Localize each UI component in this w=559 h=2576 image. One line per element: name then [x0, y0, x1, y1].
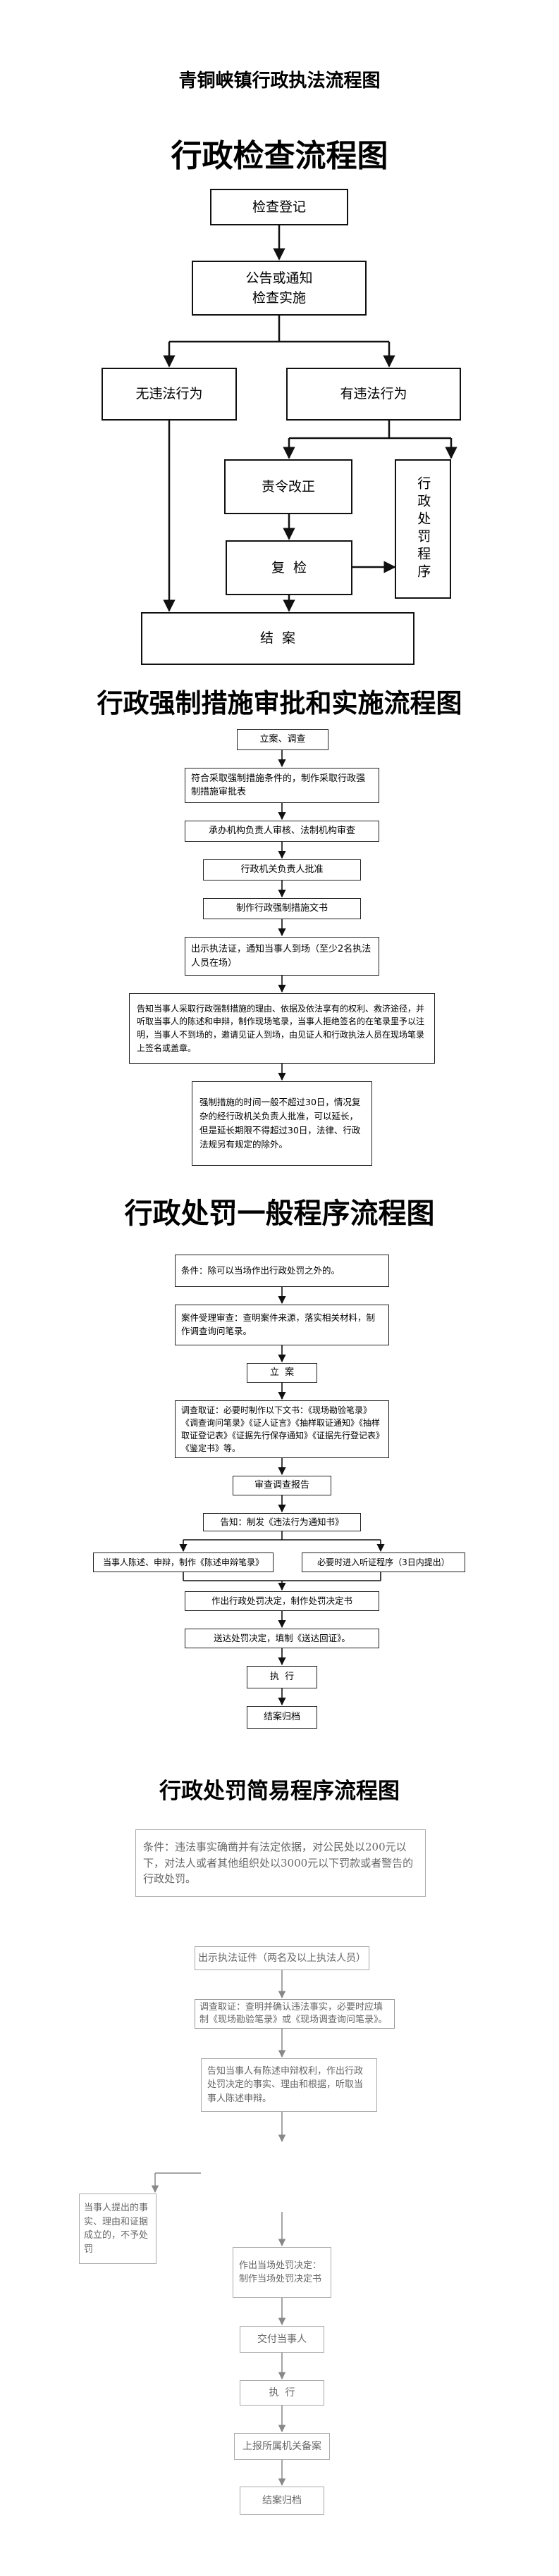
section4-title: 行政处罚简易程序流程图	[159, 1779, 400, 1804]
s2-step-3: 承办机构负责人审核、法制机构审查	[185, 821, 379, 842]
s2-step-8: 强制措施的时间一般不超过30日，情况复杂的经行政机关负责人批准，可以延长，但是延…	[192, 1081, 372, 1166]
s4-show-cert: 出示执法证件（两名及以上执法人员）	[195, 1946, 369, 1970]
check-register-box: 检查登记	[210, 189, 348, 225]
order-correct-box: 责令改正	[224, 459, 352, 514]
s3-execute: 执 行	[247, 1666, 317, 1688]
s4-decision: 作出当场处罚决定：制作当场处罚决定书	[233, 2247, 331, 2298]
s4-investigate: 调查取证：查明并确认违法事实，必要时应填制《现场勘验笔录》或《现场调查询问笔录》…	[195, 1999, 395, 2029]
s3-hearing: 必要时进入听证程序（3日内提出）	[302, 1553, 465, 1572]
s2-step-5: 制作行政强制措施文书	[203, 898, 361, 919]
s4-deliver: 交付当事人	[240, 2326, 324, 2353]
s4-inform: 告知当事人有陈述申辩权利，作出行政处罚决定的事实、理由和根据，听取当事人陈述申辩…	[201, 2058, 377, 2112]
section3-title: 行政处罚一般程序流程图	[124, 1197, 435, 1230]
s3-deliver: 送达处罚决定，填制《送达回证》。	[185, 1629, 379, 1648]
s3-notify: 告知：制发《违法行为通知书》	[203, 1513, 361, 1531]
review-box: 复 检	[226, 540, 352, 595]
close-case-box: 结 案	[141, 612, 414, 665]
s4-execute: 执 行	[240, 2380, 324, 2406]
s3-file: 立 案	[247, 1363, 317, 1383]
s3-investigate: 调查取证：必要时制作以下文书：《现场勘验笔录》《调查询问笔录》《证人证言》《抽样…	[175, 1400, 389, 1458]
s3-condition: 条件：除可以当场作出行政处罚之外的。	[175, 1255, 389, 1287]
s3-accept: 案件受理审查：查明案件来源，落实相关材料，制作调查询问笔录。	[175, 1305, 389, 1345]
s4-side-note-box: 当事人提出的事实、理由和证据成立的，不予处罚	[79, 2194, 156, 2264]
s2-step-1: 立案、调查	[237, 729, 328, 750]
no-violation-box: 无违法行为	[102, 368, 237, 421]
section2-title: 行政强制措施审批和实施流程图	[97, 688, 462, 718]
s3-archive: 结案归档	[247, 1706, 317, 1729]
s3-statement: 当事人陈述、申辩，制作《陈述申辩笔录》	[93, 1553, 274, 1572]
penalty-procedure-box: 行政处罚程序	[395, 459, 451, 599]
page-title: 青铜峡镇行政执法流程图	[178, 70, 381, 92]
section1-title: 行政检查流程图	[171, 138, 388, 174]
has-violation-box: 有违法行为	[286, 368, 461, 421]
s4-report: 上报所属机关备案	[234, 2433, 330, 2460]
s4-condition: 条件：违法事实确凿并有法定依据，对公民处以200元以下，对法人或者其他组织处以3…	[135, 1829, 426, 1897]
s2-step-4: 行政机关负责人批准	[203, 859, 361, 881]
s2-step-6: 出示执法证，通知当事人到场（至少2名执法人员在场）	[185, 937, 379, 976]
s3-decision: 作出行政处罚决定，制作处罚决定书	[185, 1591, 379, 1611]
s2-step-7: 告知当事人采取行政强制措施的理由、依据及依法享有的权利、救济途径，并听取当事人的…	[129, 993, 435, 1064]
s3-report: 审查调查报告	[233, 1476, 331, 1495]
notice-box: 公告或通知 检查实施	[192, 261, 367, 316]
s2-step-2: 符合采取强制措施条件的，制作采取行政强制措施审批表	[185, 768, 379, 803]
s4-archive: 结案归档	[240, 2487, 324, 2515]
